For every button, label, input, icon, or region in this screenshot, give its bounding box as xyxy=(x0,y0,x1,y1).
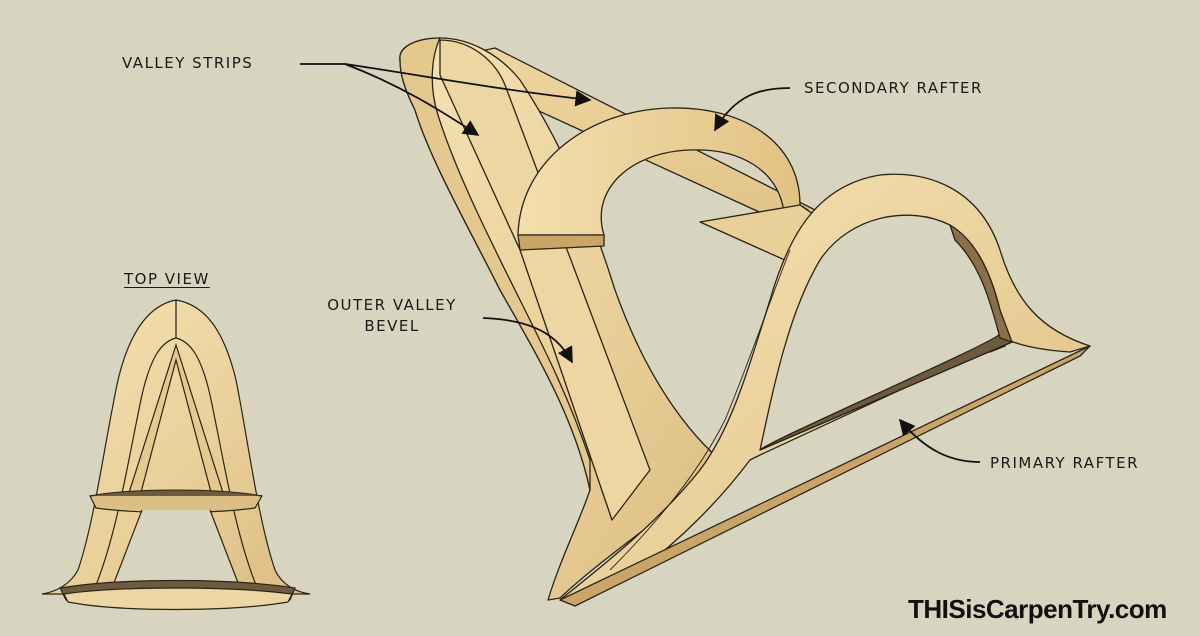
brand-watermark: THISisCarpenTry.com xyxy=(908,594,1167,624)
rafter-assembly-drawing xyxy=(399,37,1091,607)
label-outer-valley-bevel: OUTER VALLEY BEVEL xyxy=(312,296,472,335)
arrow-valley-strips-b xyxy=(344,63,480,136)
callout-arrows xyxy=(300,63,981,463)
label-valley-strips: VALLEY STRIPS xyxy=(122,54,254,72)
arrow-secondary-rafter xyxy=(714,87,791,132)
label-primary-rafter: PRIMARY RAFTER xyxy=(990,454,1139,472)
label-top-view: TOP VIEW xyxy=(124,270,210,288)
label-outer-valley-line2: BEVEL xyxy=(364,317,420,335)
arrow-valley-strips-a xyxy=(300,63,592,107)
label-outer-valley-line1: OUTER VALLEY xyxy=(327,296,457,314)
label-secondary-rafter: SECONDARY RAFTER xyxy=(804,79,983,97)
arrow-primary-rafter xyxy=(898,418,981,463)
top-view-drawing xyxy=(41,299,311,611)
arrow-outer-valley-bevel xyxy=(482,317,573,364)
